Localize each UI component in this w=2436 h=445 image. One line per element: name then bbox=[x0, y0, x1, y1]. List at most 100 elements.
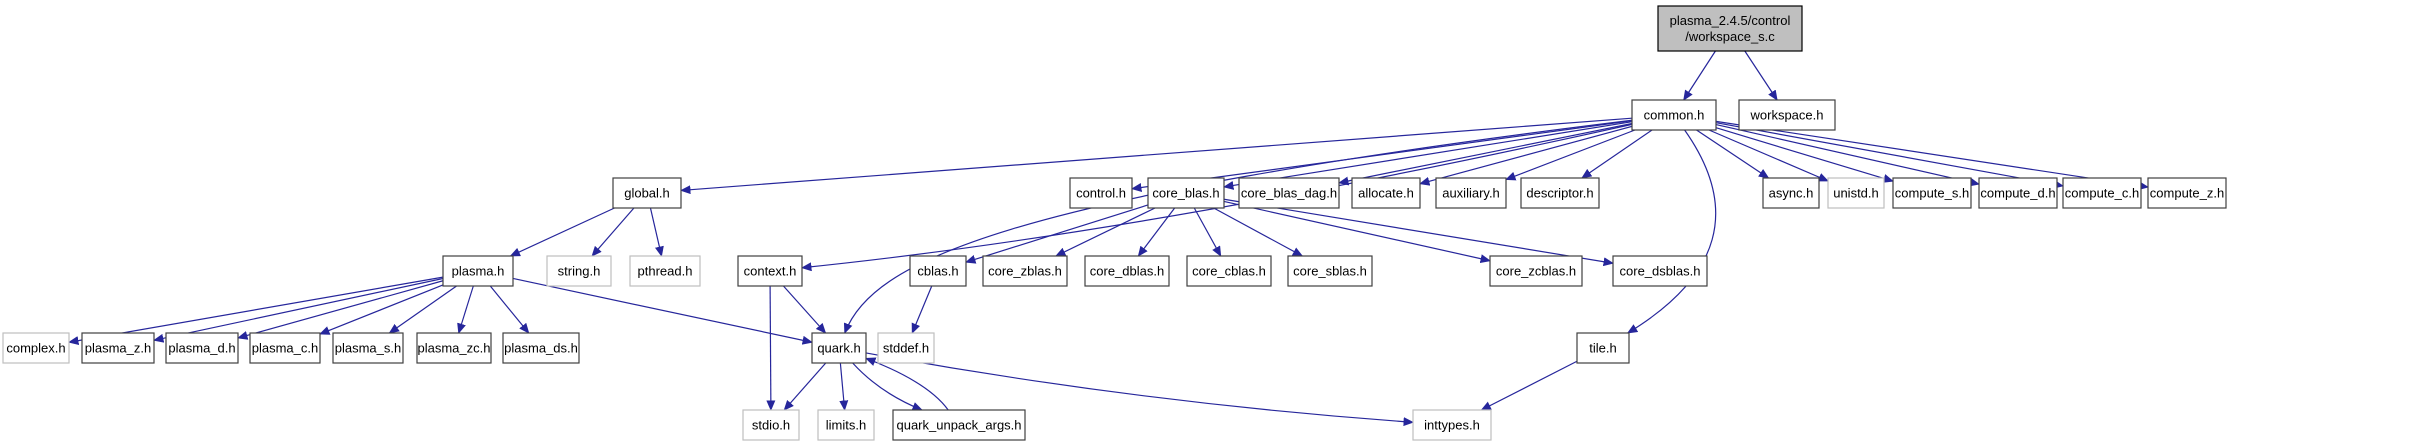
node-compute_d_h[interactable]: compute_d.h bbox=[1978, 177, 2058, 209]
edge-global_h-to-plasma_h bbox=[509, 207, 615, 257]
edge-core_blas_h-to-core_dsblas_h bbox=[1223, 198, 1614, 267]
edge-common_h-to-descriptor_h bbox=[1581, 129, 1653, 179]
node-quark_h[interactable]: quark.h bbox=[811, 332, 867, 364]
node-compute_c_h[interactable]: compute_c.h bbox=[2062, 177, 2142, 209]
node-box-plasma_d_h[interactable] bbox=[165, 332, 239, 364]
node-core_sblas_h[interactable]: core_sblas.h bbox=[1287, 255, 1373, 287]
node-box-core_blas_dag_h[interactable] bbox=[1238, 177, 1340, 209]
node-cblas_h[interactable]: cblas.h bbox=[909, 255, 967, 287]
node-box-core_zblas_h[interactable] bbox=[982, 255, 1068, 287]
node-complex_h: complex.h bbox=[2, 332, 70, 364]
node-box-quark_unpack_args_h[interactable] bbox=[892, 409, 1026, 441]
node-box-plasma_z_h[interactable] bbox=[81, 332, 155, 364]
edge-common_h-to-async_h bbox=[1696, 129, 1770, 179]
node-box-compute_d_h[interactable] bbox=[1978, 177, 2058, 209]
node-label-control_h: control.h bbox=[1076, 186, 1126, 201]
node-label-common_h: common.h bbox=[1644, 108, 1705, 123]
node-plasma_s_h[interactable]: plasma_s.h bbox=[332, 332, 404, 364]
node-workspace_h[interactable]: workspace.h bbox=[1738, 99, 1836, 131]
node-label-limits_h: limits.h bbox=[826, 418, 866, 433]
node-label-compute_c_h: compute_c.h bbox=[2065, 186, 2139, 201]
node-tile_h[interactable]: tile.h bbox=[1576, 332, 1630, 364]
node-label-stdio_h: stdio.h bbox=[752, 418, 790, 433]
node-core_cblas_h[interactable]: core_cblas.h bbox=[1186, 255, 1272, 287]
node-allocate_h[interactable]: allocate.h bbox=[1351, 177, 1421, 209]
node-box-core_blas_h[interactable] bbox=[1147, 177, 1225, 209]
node-label-complex_h: complex.h bbox=[6, 341, 65, 356]
node-common_h[interactable]: common.h bbox=[1631, 99, 1717, 131]
node-plasma_zc_h[interactable]: plasma_zc.h bbox=[416, 332, 492, 364]
node-box-compute_c_h[interactable] bbox=[2062, 177, 2142, 209]
node-box-plasma_ds_h[interactable] bbox=[502, 332, 580, 364]
node-box-async_h[interactable] bbox=[1762, 177, 1820, 209]
node-box-core_sblas_h[interactable] bbox=[1287, 255, 1373, 287]
node-compute_s_h[interactable]: compute_s.h bbox=[1892, 177, 1972, 209]
node-box-plasma_s_h[interactable] bbox=[332, 332, 404, 364]
node-plasma_ds_h[interactable]: plasma_ds.h bbox=[502, 332, 580, 364]
node-box-core_dsblas_h[interactable] bbox=[1612, 255, 1708, 287]
node-label-core_zblas_h: core_zblas.h bbox=[988, 264, 1062, 279]
node-box-global_h[interactable] bbox=[612, 177, 682, 209]
node-descriptor_h[interactable]: descriptor.h bbox=[1520, 177, 1600, 209]
edge-quark_h-to-stdio_h bbox=[783, 362, 827, 411]
node-unistd_h: unistd.h bbox=[1827, 177, 1885, 209]
node-core_zblas_h[interactable]: core_zblas.h bbox=[982, 255, 1068, 287]
node-label-stddef_h: stddef.h bbox=[883, 341, 929, 356]
node-box-tile_h[interactable] bbox=[1576, 332, 1630, 364]
node-label-plasma_c_h: plasma_c.h bbox=[252, 341, 318, 356]
node-box-allocate_h[interactable] bbox=[1351, 177, 1421, 209]
node-label-core_blas_dag_h: core_blas_dag.h bbox=[1241, 186, 1337, 201]
edge-common_h-to-allocate_h bbox=[1419, 125, 1633, 186]
node-plasma_z_h[interactable]: plasma_z.h bbox=[81, 332, 155, 364]
node-global_h[interactable]: global.h bbox=[612, 177, 682, 209]
node-box-workspace_s_c bbox=[1657, 5, 1803, 52]
node-context_h[interactable]: context.h bbox=[737, 255, 803, 287]
node-box-cblas_h[interactable] bbox=[909, 255, 967, 287]
node-box-stdio_h bbox=[742, 409, 800, 441]
node-limits_h: limits.h bbox=[817, 409, 875, 441]
node-core_dsblas_h[interactable]: core_dsblas.h bbox=[1612, 255, 1708, 287]
node-core_blas_dag_h[interactable]: core_blas_dag.h bbox=[1238, 177, 1340, 209]
node-box-workspace_h[interactable] bbox=[1738, 99, 1836, 131]
node-box-plasma_zc_h[interactable] bbox=[416, 332, 492, 364]
node-box-control_h[interactable] bbox=[1069, 177, 1133, 209]
node-async_h[interactable]: async.h bbox=[1762, 177, 1820, 209]
node-plasma_c_h[interactable]: plasma_c.h bbox=[249, 332, 321, 364]
node-core_dblas_h[interactable]: core_dblas.h bbox=[1084, 255, 1170, 287]
node-label-core_dblas_h: core_dblas.h bbox=[1090, 264, 1164, 279]
node-core_blas_h[interactable]: core_blas.h bbox=[1147, 177, 1225, 209]
node-box-compute_z_h[interactable] bbox=[2147, 177, 2227, 209]
edges-layer bbox=[68, 50, 2149, 427]
node-box-descriptor_h[interactable] bbox=[1520, 177, 1600, 209]
node-stdio_h: stdio.h bbox=[742, 409, 800, 441]
node-quark_unpack_args_h[interactable]: quark_unpack_args.h bbox=[892, 409, 1026, 441]
node-box-common_h[interactable] bbox=[1631, 99, 1717, 131]
node-compute_z_h[interactable]: compute_z.h bbox=[2147, 177, 2227, 209]
node-label-compute_z_h: compute_z.h bbox=[2150, 186, 2224, 201]
node-label-core_zcblas_h: core_zcblas.h bbox=[1496, 264, 1576, 279]
node-label-pthread_h: pthread.h bbox=[638, 264, 693, 279]
node-box-plasma_c_h[interactable] bbox=[249, 332, 321, 364]
node-box-core_zcblas_h[interactable] bbox=[1489, 255, 1583, 287]
node-box-quark_h[interactable] bbox=[811, 332, 867, 364]
node-box-core_dblas_h[interactable] bbox=[1084, 255, 1170, 287]
node-box-compute_s_h[interactable] bbox=[1892, 177, 1972, 209]
node-label-workspace_h: workspace.h bbox=[1750, 108, 1824, 123]
node-box-auxiliary_h[interactable] bbox=[1435, 177, 1507, 209]
nodes-layer: plasma_2.4.5/control/workspace_s.ccommon… bbox=[2, 5, 2227, 441]
node-core_zcblas_h[interactable]: core_zcblas.h bbox=[1489, 255, 1583, 287]
node-auxiliary_h[interactable]: auxiliary.h bbox=[1435, 177, 1507, 209]
node-box-plasma_h[interactable] bbox=[442, 255, 514, 287]
edge-quark_h-to-inttypes_h bbox=[865, 352, 1414, 427]
node-box-unistd_h bbox=[1827, 177, 1885, 209]
edge-plasma_h-to-plasma_d_h bbox=[237, 280, 444, 340]
node-box-core_cblas_h[interactable] bbox=[1186, 255, 1272, 287]
node-box-context_h[interactable] bbox=[737, 255, 803, 287]
node-box-stddef_h bbox=[877, 332, 935, 364]
node-control_h[interactable]: control.h bbox=[1069, 177, 1133, 209]
node-label-plasma_zc_h: plasma_zc.h bbox=[418, 341, 491, 356]
node-inttypes_h: inttypes.h bbox=[1412, 409, 1492, 441]
node-plasma_d_h[interactable]: plasma_d.h bbox=[165, 332, 239, 364]
node-plasma_h[interactable]: plasma.h bbox=[442, 255, 514, 287]
node-label-global_h: global.h bbox=[624, 186, 670, 201]
